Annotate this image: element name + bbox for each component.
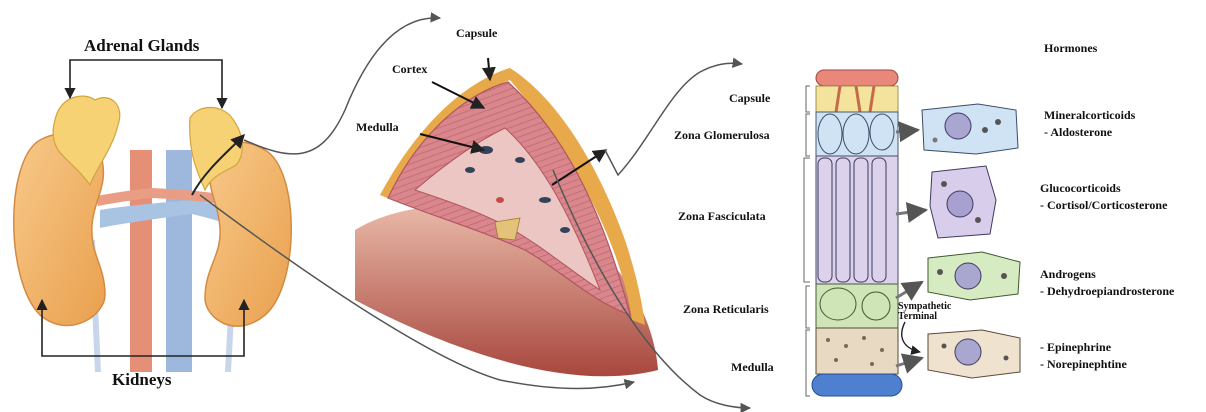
zone-capsule-label: Capsule bbox=[729, 91, 770, 106]
connector-right-top bbox=[605, 63, 742, 175]
sympathetic-pointer bbox=[902, 322, 920, 352]
zone-fasciculata-label: Zona Fasciculata bbox=[678, 209, 766, 224]
zone-medulla-label: Medulla bbox=[731, 360, 774, 375]
kidneys-label: Kidneys bbox=[112, 370, 172, 390]
cell-reticularis bbox=[928, 252, 1020, 300]
aldosterone-label: - Aldosterone bbox=[1044, 125, 1112, 140]
vena-cava bbox=[166, 150, 192, 372]
medulla-label: Medulla bbox=[356, 120, 399, 135]
cell-fasciculata bbox=[930, 166, 996, 238]
connector-top bbox=[244, 18, 440, 154]
zone-brackets bbox=[804, 86, 810, 396]
androgens-label: Androgens bbox=[1040, 267, 1096, 282]
adrenal-glands-label: Adrenal Glands bbox=[84, 36, 199, 56]
sympathetic-line2: Terminal bbox=[898, 312, 951, 322]
cell-glomerulosa bbox=[922, 104, 1018, 154]
adrenal-cross-section bbox=[355, 68, 658, 376]
mineralocorticoids-label: Mineralcorticoids bbox=[1044, 108, 1135, 123]
norepinephrine-label: - Norepinephtine bbox=[1040, 357, 1127, 372]
cell-arrows bbox=[896, 130, 926, 366]
capsule-label: Capsule bbox=[456, 26, 497, 41]
zone-reticularis-label: Zona Reticularis bbox=[683, 302, 769, 317]
dhea-label: - Dehydroepiandrosterone bbox=[1040, 284, 1174, 299]
aorta bbox=[130, 150, 152, 372]
cell-medulla bbox=[928, 330, 1020, 378]
cortisol-label: - Cortisol/Corticosterone bbox=[1040, 198, 1167, 213]
hormones-title: Hormones bbox=[1044, 41, 1097, 56]
zone-glomerulosa-label: Zona Glomerulosa bbox=[674, 128, 770, 143]
epinephrine-label: - Epinephrine bbox=[1040, 340, 1111, 355]
cortex-label: Cortex bbox=[392, 62, 427, 77]
sympathetic-terminal-label: Sympathetic Terminal bbox=[898, 302, 951, 322]
kidneys-illustration bbox=[14, 96, 292, 372]
zonation-column bbox=[812, 70, 902, 396]
glucocorticoids-label: Glucocorticoids bbox=[1040, 181, 1121, 196]
